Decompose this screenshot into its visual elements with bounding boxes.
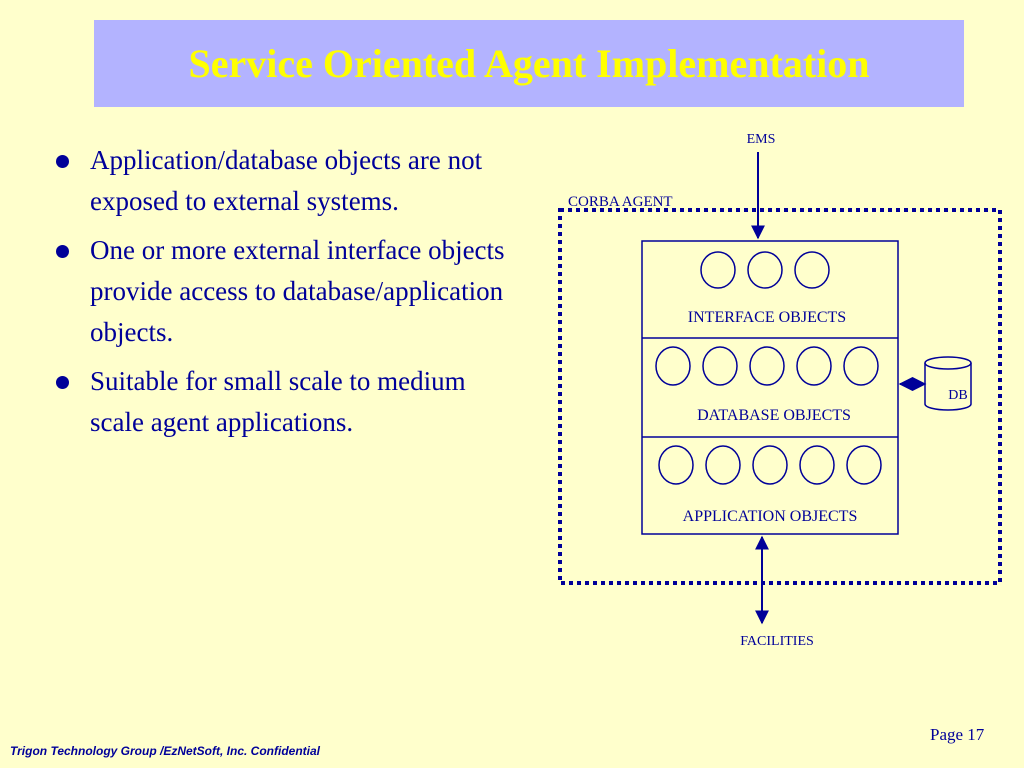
object-circle [752, 445, 788, 485]
application-objects-label: APPLICATION OBJECTS [683, 508, 858, 525]
object-circle [655, 346, 691, 386]
corba-agent-label: CORBA AGENT [568, 194, 673, 210]
facilities-label: FACILITIES [740, 634, 814, 649]
bullet-item: One or more external interface objects p… [50, 230, 520, 353]
object-circle [705, 445, 741, 485]
bullet-item: Application/database objects are not exp… [50, 140, 520, 222]
object-circle [700, 251, 736, 289]
bullet-dot-icon [56, 155, 69, 168]
objects-stack-box [641, 240, 899, 535]
db-label: DB [948, 388, 967, 403]
object-circle [846, 445, 882, 485]
bullet-item: Suitable for small scale to medium scale… [50, 361, 520, 443]
slide-title: Service Oriented Agent Implementation [188, 41, 870, 86]
database-objects-group [655, 346, 879, 386]
object-circle [843, 346, 879, 386]
object-circle [702, 346, 738, 386]
object-circle [658, 445, 694, 485]
page-number: Page 17 [930, 725, 985, 744]
object-circle [749, 346, 785, 386]
footer-company: Trigon Technology Group /EzNetSoft, Inc.… [10, 744, 320, 758]
ems-label: EMS [747, 132, 776, 147]
corba-agent-boundary [558, 208, 1002, 585]
application-objects-group [658, 445, 882, 485]
bullet-text: Suitable for small scale to medium scale… [90, 366, 466, 437]
database-objects-label: DATABASE OBJECTS [697, 407, 851, 424]
object-circle [796, 346, 832, 386]
bullet-text: Application/database objects are not exp… [90, 145, 483, 216]
interface-objects-label: INTERFACE OBJECTS [688, 309, 846, 326]
interface-objects-group [700, 251, 830, 289]
bullet-dot-icon [56, 245, 69, 258]
bullet-dot-icon [56, 376, 69, 389]
bullet-list: Application/database objects are not exp… [50, 140, 520, 451]
object-circle [799, 445, 835, 485]
object-circle [747, 251, 783, 289]
title-banner: Service Oriented Agent Implementation [94, 20, 964, 107]
object-circle [794, 251, 830, 289]
db-cylinder-icon [924, 356, 972, 411]
bullet-text: One or more external interface objects p… [90, 235, 505, 347]
